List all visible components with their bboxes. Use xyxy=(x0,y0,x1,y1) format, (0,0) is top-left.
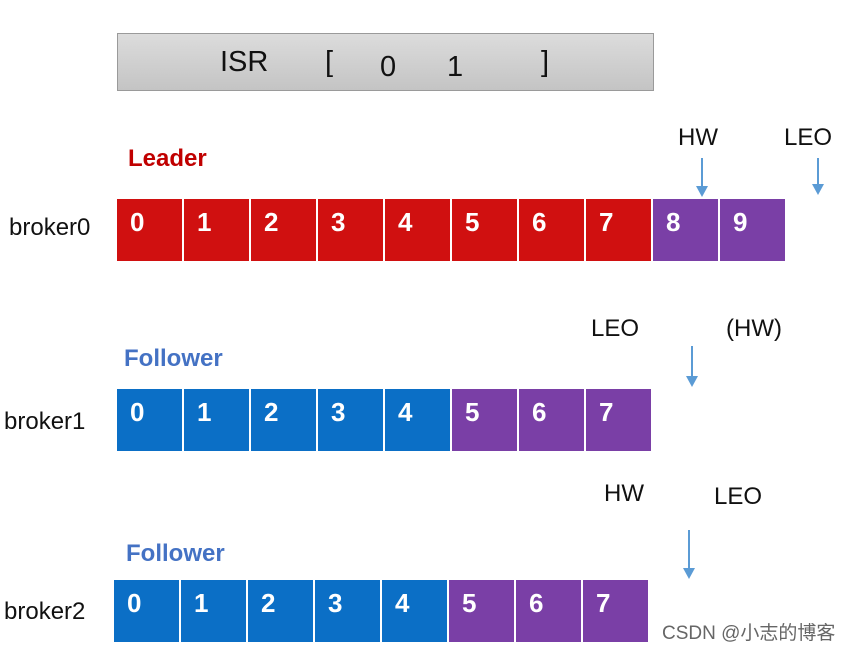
log-offset-cell: 6 xyxy=(516,580,583,642)
hw-arrow-icon xyxy=(696,158,708,197)
log-offset-cell: 9 xyxy=(720,199,787,261)
log-offset-cell: 4 xyxy=(385,199,452,261)
log-offset-cell: 7 xyxy=(583,580,650,642)
log-offset-cell: 3 xyxy=(318,199,385,261)
log-offset-cell: 1 xyxy=(184,199,251,261)
follower-role-label: Follower xyxy=(124,345,223,372)
hw-leo-arrow-icon xyxy=(683,530,695,579)
log-offset-cell: 5 xyxy=(449,580,516,642)
leo-hw-arrow-icon xyxy=(686,346,698,387)
hw-marker-label: HW xyxy=(678,124,718,151)
isr-label: ISR xyxy=(220,46,269,78)
leo-marker-label: LEO xyxy=(784,124,833,151)
follower-role-label: Follower xyxy=(126,540,225,567)
log-offset-cell: 4 xyxy=(385,389,452,451)
log-offset-cell: 8 xyxy=(653,199,720,261)
log-offset-cell: 0 xyxy=(117,389,184,451)
isr-open-bracket: [ xyxy=(325,46,334,78)
log-offset-cell: 3 xyxy=(318,389,385,451)
log-offset-cell: 1 xyxy=(181,580,248,642)
log-offset-cell: 1 xyxy=(184,389,251,451)
log-offset-cell: 7 xyxy=(586,199,653,261)
log-offset-cell: 5 xyxy=(452,389,519,451)
leo-arrow-icon xyxy=(812,158,824,195)
log-offset-cell: 4 xyxy=(382,580,449,642)
log-offset-cell: 6 xyxy=(519,199,586,261)
hw-marker-label: HW xyxy=(604,480,644,507)
broker-name-label: broker2 xyxy=(4,598,86,625)
log-offset-cell: 7 xyxy=(586,389,653,451)
leader-role-label: Leader xyxy=(128,145,207,172)
log-offset-cell: 2 xyxy=(251,389,318,451)
isr-member: 1 xyxy=(447,51,464,83)
isr-box xyxy=(117,33,654,91)
log-offset-cell: 0 xyxy=(114,580,181,642)
isr-member: 0 xyxy=(380,51,397,83)
log-offset-cell: 2 xyxy=(251,199,318,261)
log-offset-cell: 6 xyxy=(519,389,586,451)
watermark: CSDN @小志的博客 xyxy=(662,623,836,644)
broker-name-label: broker0 xyxy=(9,214,91,241)
broker-name-label: broker1 xyxy=(4,408,86,435)
log-offset-cell: 0 xyxy=(117,199,184,261)
leo-marker-label: LEO xyxy=(714,483,763,510)
log-offset-cell: 2 xyxy=(248,580,315,642)
hw-marker-label: (HW) xyxy=(726,315,782,342)
isr-close-bracket: ] xyxy=(541,46,550,78)
log-offset-cell: 5 xyxy=(452,199,519,261)
log-offset-cell: 3 xyxy=(315,580,382,642)
leo-marker-label: LEO xyxy=(591,315,640,342)
